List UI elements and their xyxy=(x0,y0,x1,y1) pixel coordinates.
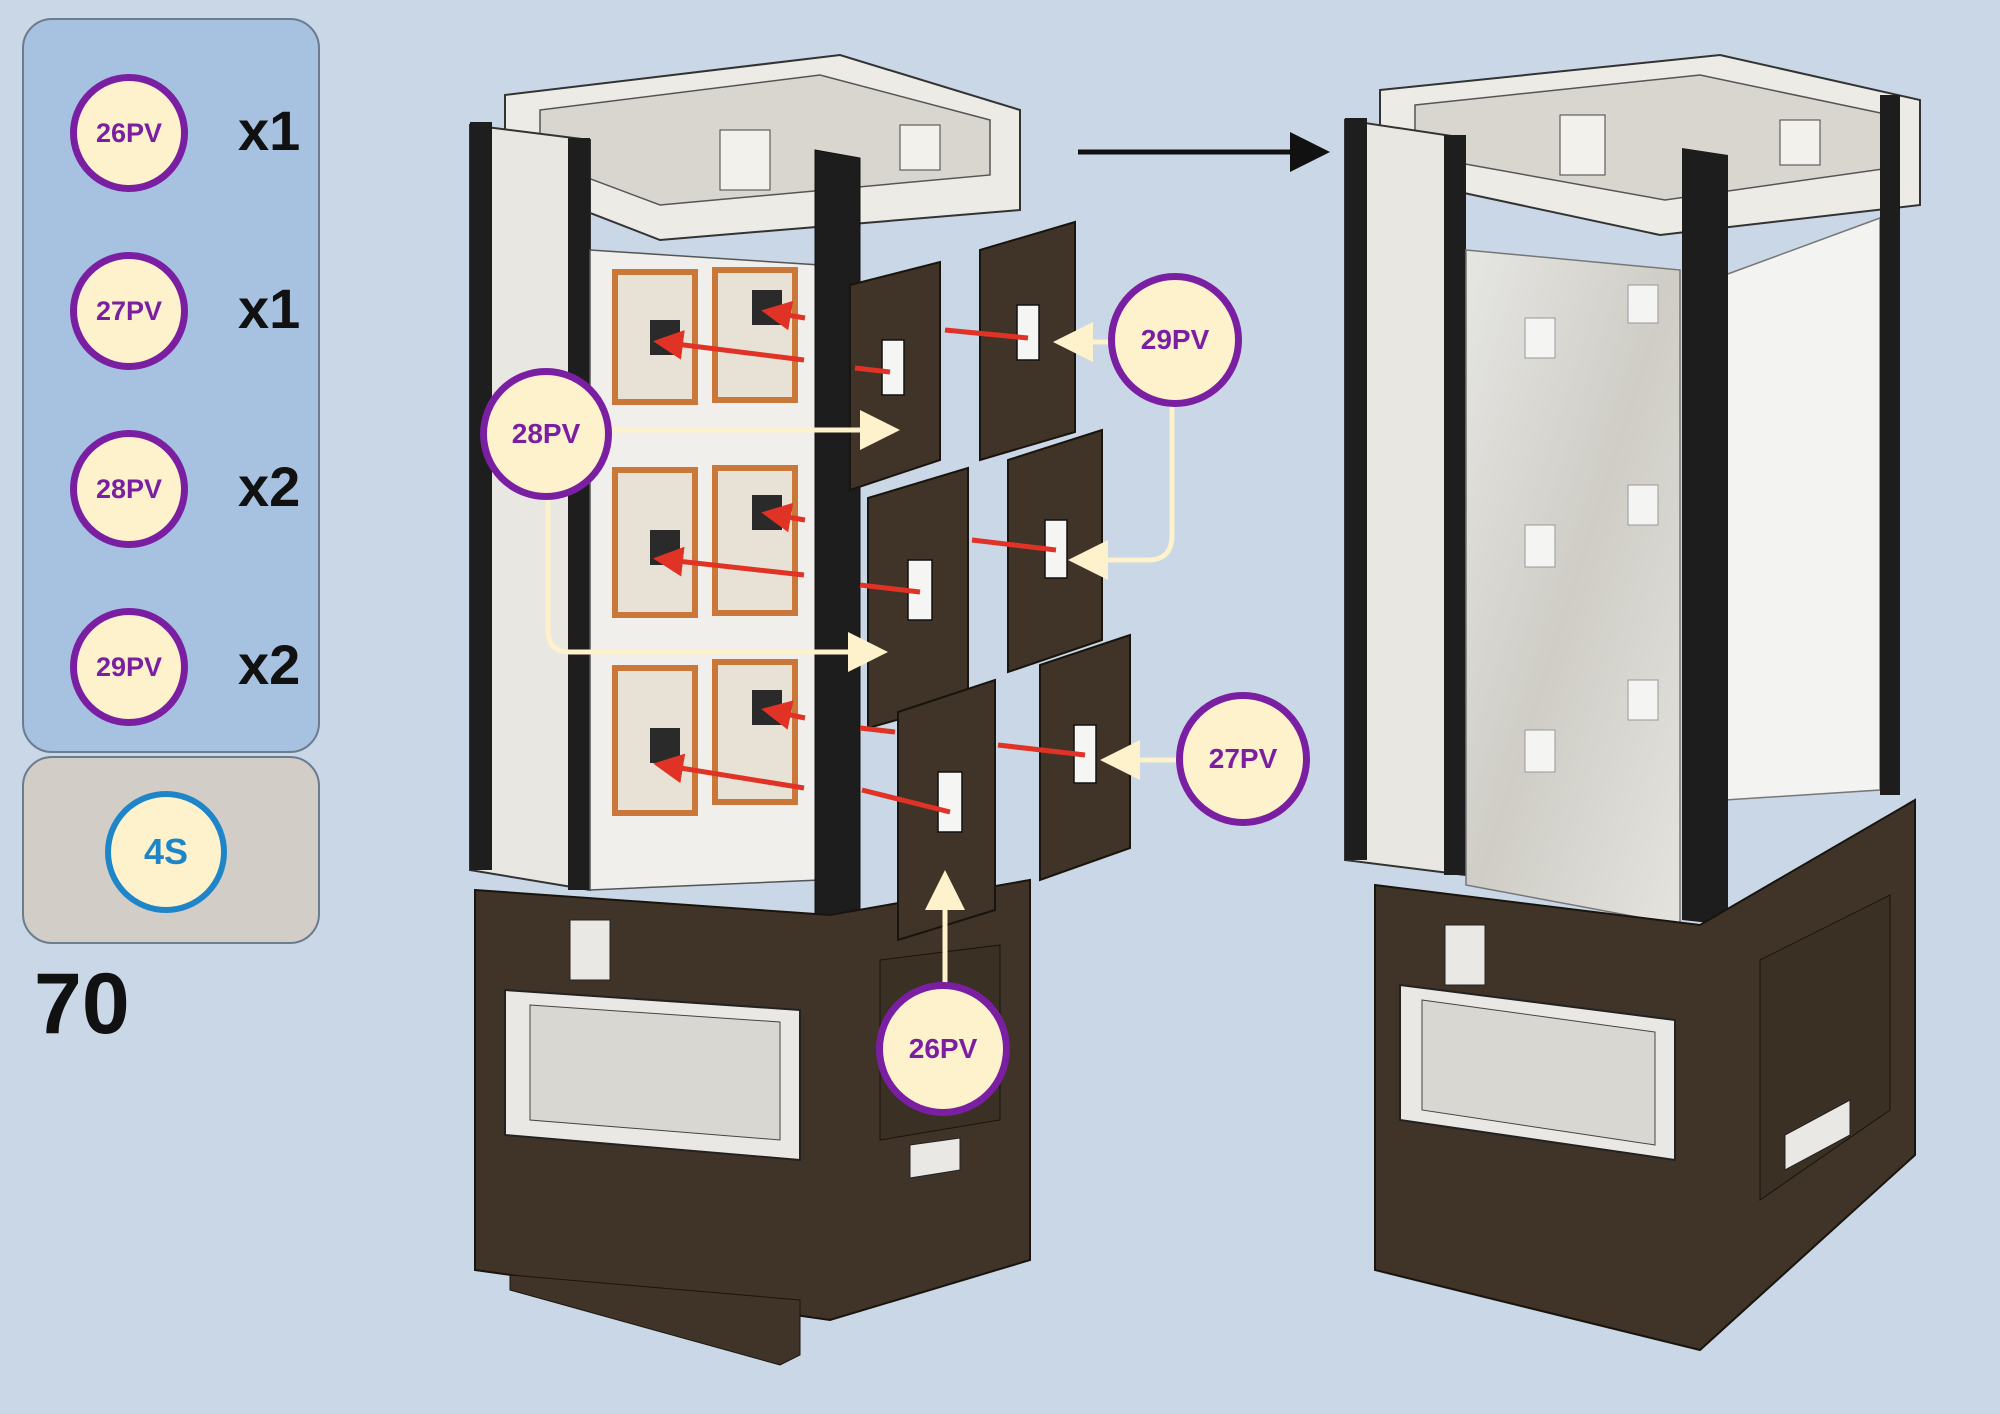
part-row-29pv: 29PV x2 xyxy=(70,608,310,738)
part-badge: 28PV xyxy=(70,430,188,548)
callout-29pv: 29PV xyxy=(1108,273,1242,407)
part-badge: 29PV xyxy=(70,608,188,726)
part-row-26pv: 26PV x1 xyxy=(70,74,310,204)
part-row-28pv: 28PV x2 xyxy=(70,430,310,560)
step-number: 70 xyxy=(34,956,130,1052)
parts-list-panel: 26PV x1 27PV x1 28PV x2 29PV x2 xyxy=(22,18,320,753)
tools-panel: 4S xyxy=(22,756,320,944)
tool-badge: 4S xyxy=(105,791,227,913)
part-row-27pv: 27PV x1 xyxy=(70,252,310,382)
part-quantity: x2 xyxy=(238,455,301,518)
alignment-guides xyxy=(653,300,1086,815)
part-badge: 27PV xyxy=(70,252,188,370)
cabinet-assembled-view xyxy=(1344,53,1921,1352)
callout-arrows xyxy=(545,322,1181,988)
exploded-side-panels xyxy=(849,220,1131,942)
callout-27pv: 27PV xyxy=(1176,692,1310,826)
part-quantity: x1 xyxy=(238,99,301,162)
part-badge: 26PV xyxy=(70,74,188,192)
callout-28pv: 28PV xyxy=(480,368,612,500)
callout-26pv: 26PV xyxy=(876,982,1010,1116)
part-quantity: x2 xyxy=(238,633,301,696)
part-quantity: x1 xyxy=(238,277,301,340)
